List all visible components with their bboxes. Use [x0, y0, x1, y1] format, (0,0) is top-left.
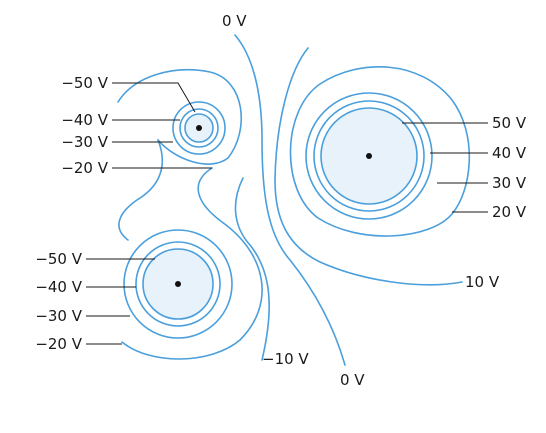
right-contour-40 — [313, 100, 425, 212]
label-ul-20: −20 V — [61, 159, 108, 177]
label-ul-50: −50 V — [61, 74, 108, 92]
label-r-40: 40 V — [492, 144, 527, 162]
right-contour-20 — [289, 66, 471, 237]
label-ll-50: −50 V — [35, 250, 82, 268]
upper-left-conductor-group — [117, 69, 243, 165]
label-plus-ten: 10 V — [465, 273, 500, 291]
leader-ul-50 — [112, 82, 196, 113]
right-conductor-group — [274, 47, 471, 286]
lower-left-contour-40 — [135, 241, 221, 327]
label-ll-30: −30 V — [35, 307, 82, 325]
minus-ten-volt-line — [234, 177, 270, 361]
label-ll-20: −20 V — [35, 335, 82, 353]
upper-left-contour-20 — [117, 69, 243, 165]
upper-left-charge-dot — [196, 125, 202, 131]
label-minus-ten: −10 V — [262, 350, 309, 368]
right-contour-30 — [305, 92, 433, 220]
lower-left-contour-20 — [121, 167, 263, 360]
label-zero-bottom: 0 V — [340, 371, 365, 389]
lower-left-contour-30 — [123, 229, 233, 339]
upper-left-contour-40 — [179, 108, 219, 148]
label-r-20: 20 V — [492, 203, 527, 221]
label-r-30: 30 V — [492, 174, 527, 192]
label-ul-40: −40 V — [61, 111, 108, 129]
label-ll-40: −40 V — [35, 278, 82, 296]
upper-left-contour-30 — [172, 101, 226, 155]
label-ul-30: −30 V — [61, 133, 108, 151]
leader-lines — [86, 82, 488, 345]
left-minus20-inner-branch — [118, 139, 164, 241]
lower-left-charge-dot — [175, 281, 181, 287]
right-contour-10 — [274, 47, 463, 286]
label-r-50: 50 V — [492, 114, 527, 132]
label-zero-top: 0 V — [222, 12, 247, 30]
zero-volt-line — [234, 34, 346, 366]
lower-left-conductor-group — [118, 139, 263, 360]
right-charge-dot — [366, 153, 372, 159]
